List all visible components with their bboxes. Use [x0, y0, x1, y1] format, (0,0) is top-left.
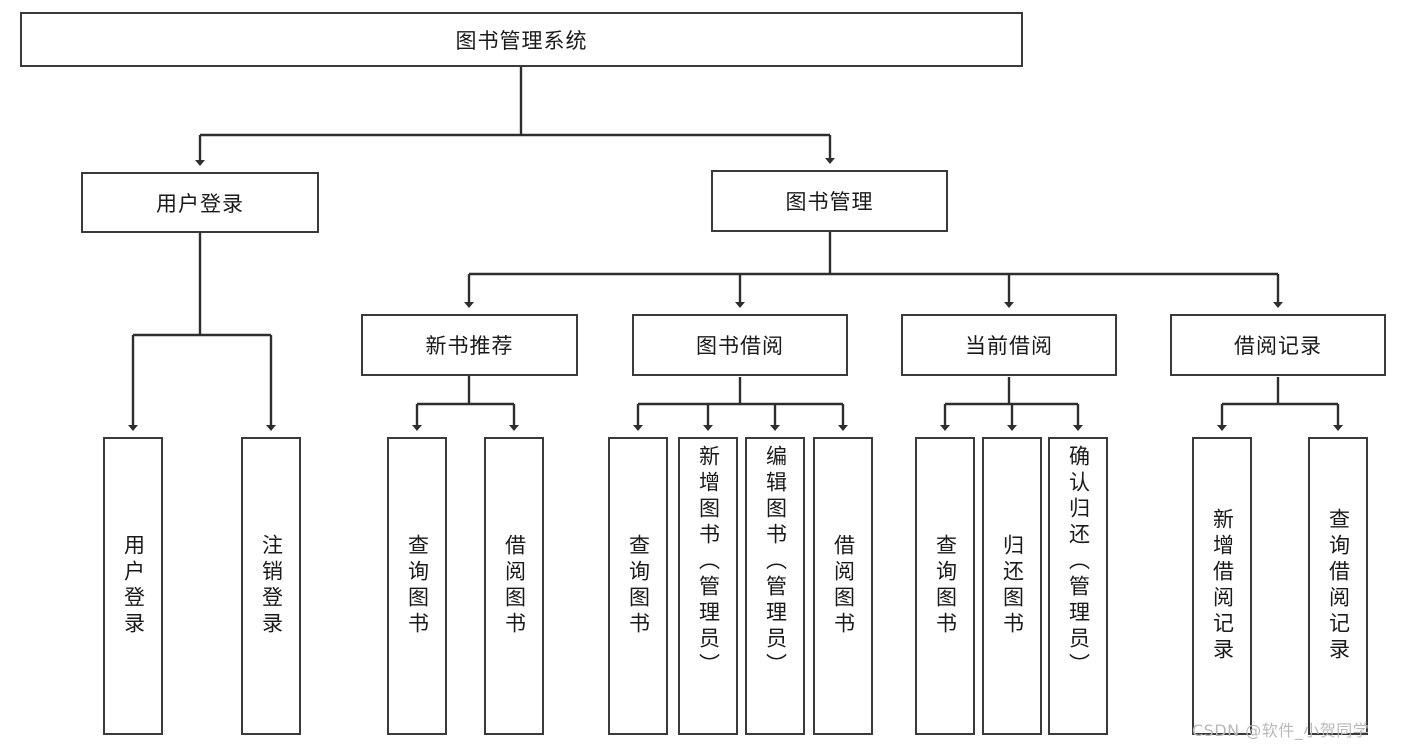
node-leaf-borrow-book-1-label: 借阅图书: [502, 534, 527, 638]
node-leaf-borrow-book-2-label: 借阅图书: [831, 534, 856, 638]
node-user-login-label: 用户登录: [156, 191, 244, 216]
node-leaf-edit-book[interactable]: 编辑图书（管理员）: [745, 437, 805, 735]
node-leaf-query-book-2[interactable]: 查询图书: [608, 437, 668, 735]
node-leaf-add-record[interactable]: 新增借阅记录: [1192, 437, 1252, 735]
node-user-login[interactable]: 用户登录: [81, 172, 319, 233]
node-leaf-query-book-3[interactable]: 查询图书: [915, 437, 975, 735]
node-root-label: 图书管理系统: [455, 28, 588, 53]
node-leaf-query-record-label: 查询借阅记录: [1326, 508, 1351, 664]
node-leaf-query-book-2-label: 查询图书: [626, 534, 651, 638]
node-borrow-record-label: 借阅记录: [1234, 334, 1322, 358]
node-leaf-query-book-1[interactable]: 查询图书: [387, 437, 447, 735]
csdn-watermark: CSDN @软件_小贺同学: [1192, 721, 1370, 740]
node-leaf-add-book-label: 新增图书（管理员）: [696, 445, 721, 679]
node-leaf-return-book-label: 归还图书: [1000, 534, 1025, 638]
node-leaf-query-book-3-label: 查询图书: [933, 534, 958, 638]
node-book-borrow[interactable]: 图书借阅: [632, 314, 848, 376]
node-leaf-return-book[interactable]: 归还图书: [982, 437, 1042, 735]
node-leaf-confirm-return[interactable]: 确认归还（管理员）: [1048, 437, 1108, 735]
node-leaf-add-record-label: 新增借阅记录: [1210, 508, 1235, 664]
node-current-borrow-label: 当前借阅: [965, 334, 1053, 358]
node-leaf-confirm-return-label: 确认归还（管理员）: [1066, 445, 1091, 679]
node-book-manage-label: 图书管理: [785, 190, 874, 214]
node-leaf-query-record[interactable]: 查询借阅记录: [1308, 437, 1368, 735]
node-leaf-edit-book-label: 编辑图书（管理员）: [763, 445, 788, 679]
node-current-borrow[interactable]: 当前借阅: [901, 314, 1117, 376]
node-book-manage[interactable]: 图书管理: [711, 170, 948, 232]
node-new-book-rec[interactable]: 新书推荐: [361, 314, 578, 376]
node-leaf-borrow-book-2[interactable]: 借阅图书: [813, 437, 873, 735]
node-leaf-add-book[interactable]: 新增图书（管理员）: [678, 437, 738, 735]
node-new-book-rec-label: 新书推荐: [425, 334, 514, 358]
node-leaf-logout-label: 注销登录: [259, 534, 284, 638]
node-root[interactable]: 图书管理系统: [20, 12, 1023, 67]
node-leaf-user-login-label: 用户登录: [121, 534, 146, 638]
node-borrow-record[interactable]: 借阅记录: [1170, 314, 1386, 376]
node-leaf-logout[interactable]: 注销登录: [241, 437, 301, 735]
node-book-borrow-label: 图书借阅: [696, 334, 784, 358]
node-leaf-user-login[interactable]: 用户登录: [103, 437, 163, 735]
node-leaf-query-book-1-label: 查询图书: [405, 534, 430, 638]
node-leaf-borrow-book-1[interactable]: 借阅图书: [484, 437, 544, 735]
